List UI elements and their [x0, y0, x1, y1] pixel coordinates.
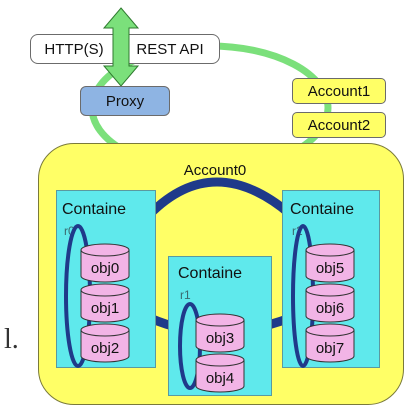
account-side-box-1	[292, 78, 386, 104]
object-label-3: obj3	[205, 329, 235, 347]
container-suffix-1: r1	[180, 288, 191, 302]
account-arc-top	[146, 177, 293, 218]
object-label-5: obj5	[315, 259, 345, 277]
object-label-1: obj1	[90, 299, 120, 317]
object-label-2: obj2	[90, 339, 120, 357]
object-cylinder-3	[195, 313, 245, 353]
object-label-4: obj4	[205, 369, 235, 387]
object-label-6: obj6	[315, 299, 345, 317]
api-left-label: HTTP(S)	[44, 40, 104, 58]
container-suffix-0: r0	[64, 224, 75, 238]
container-title-2: Containe	[290, 201, 355, 218]
side-text-fragment: l.	[4, 324, 19, 355]
object-label-0: obj0	[90, 259, 120, 277]
proxy-label: Proxy	[105, 92, 145, 110]
container-title-0: Containe	[62, 201, 127, 218]
object-cylinder-6	[305, 283, 355, 323]
object-cylinder-1	[80, 283, 130, 323]
account-side-label-1: Account1	[307, 82, 371, 100]
object-cylinder-2	[80, 323, 130, 363]
container-title-1: Containe	[178, 265, 243, 282]
api-right-label: REST API	[136, 40, 204, 58]
object-label-7: obj7	[315, 339, 345, 357]
proxy-box	[80, 86, 170, 116]
account-main-label: Account0	[183, 161, 247, 179]
object-cylinder-4	[195, 353, 245, 393]
account-side-box-2	[292, 112, 386, 138]
account-side-label-2: Account2	[307, 116, 371, 134]
object-cylinder-0	[80, 243, 130, 283]
object-cylinder-7	[305, 323, 355, 363]
object-cylinder-5	[305, 243, 355, 283]
